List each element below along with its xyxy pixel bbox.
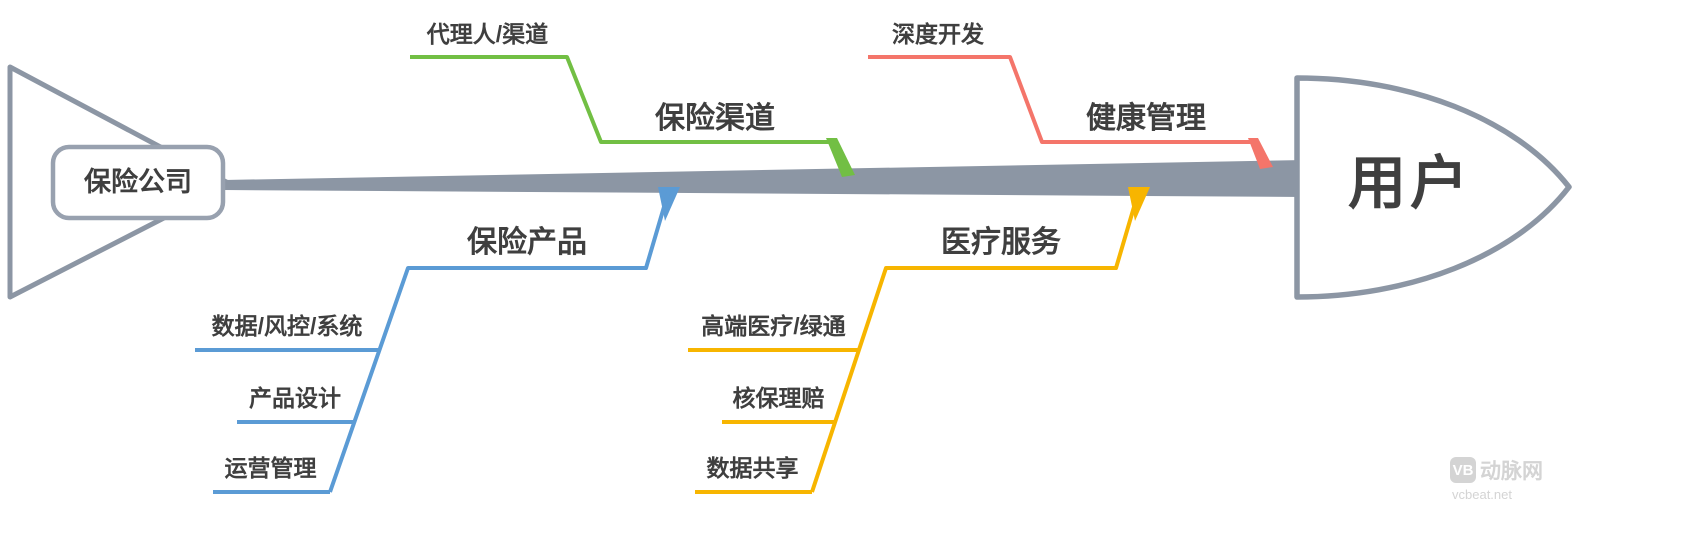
category-label-insurance-product: 保险产品 xyxy=(467,226,587,259)
sub-label-product-design: 产品设计 xyxy=(249,385,341,411)
sub-label-underwriting-claims: 核保理赔 xyxy=(732,385,825,411)
watermark-name: 动脉网 xyxy=(1480,460,1543,483)
head-shape xyxy=(1294,75,1572,300)
sub-label-data-risk-system: 数据/风控/系统 xyxy=(211,313,363,339)
head-label: 用户 xyxy=(1347,151,1472,216)
sub-label-agent-channel: 代理人/渠道 xyxy=(426,21,549,47)
branch-spike-insurance-channel xyxy=(826,138,855,177)
branch-line-insurance-product xyxy=(328,189,671,493)
sub-label-deep-development: 深度开发 xyxy=(892,21,984,47)
branch-line-insurance-channel xyxy=(410,55,830,144)
branch-line-health-management xyxy=(868,55,1252,144)
watermark: VB 动脉网 vcbeat.net xyxy=(1450,455,1543,502)
watermark-row: VB 动脉网 xyxy=(1450,455,1543,485)
category-label-health-management: 健康管理 xyxy=(1086,102,1206,135)
spine xyxy=(224,160,1305,197)
sub-label-operations: 运营管理 xyxy=(224,455,317,481)
category-label-medical-service: 医疗服务 xyxy=(941,226,1061,259)
company-box xyxy=(50,144,226,221)
vb-logo-icon: VB xyxy=(1450,457,1476,483)
tail-label: 保险公司 xyxy=(84,166,192,197)
branch-spike-health-management xyxy=(1248,138,1273,169)
watermark-site: vcbeat.net xyxy=(1452,487,1512,502)
category-label-insurance-channel: 保险渠道 xyxy=(655,102,775,135)
sub-label-data-sharing: 数据共享 xyxy=(706,455,799,481)
branch-line-medical-service xyxy=(810,189,1141,493)
sub-label-highend-medical: 高端医疗/绿通 xyxy=(701,313,846,339)
